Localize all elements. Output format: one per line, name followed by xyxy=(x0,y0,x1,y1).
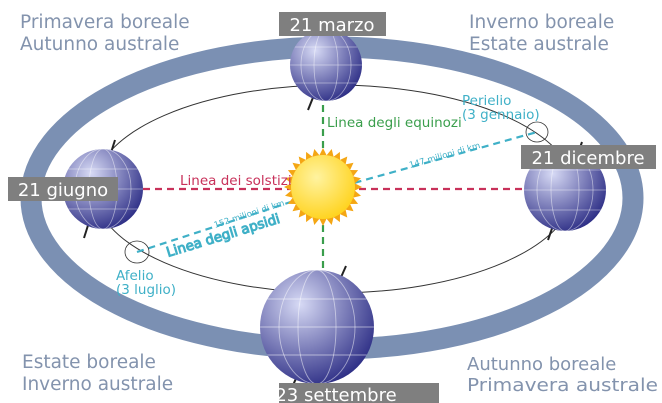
earth-september xyxy=(260,265,374,393)
sun xyxy=(284,148,362,226)
season-top-left-2: Autunno australe xyxy=(20,34,179,55)
season-top-left-1: Primavera boreale xyxy=(20,12,190,33)
perihelion-date: (3 gennaio) xyxy=(462,107,540,123)
season-top-right-1: Inverno boreale xyxy=(469,12,614,33)
perihelion-distance: 147 milioni di km xyxy=(408,141,482,171)
season-bottom-left-1: Estate boreale xyxy=(22,352,156,373)
date-label-september-text: 23 settembre xyxy=(275,385,396,403)
date-label-bg xyxy=(279,383,439,403)
date-label-bg xyxy=(279,12,386,36)
date-label-bg xyxy=(8,177,118,201)
season-bottom-right-1: Autunno boreale xyxy=(467,354,616,375)
equinox-line-label: Linea degli equinozi xyxy=(327,115,462,131)
aphelion-name: Afelio xyxy=(116,268,154,284)
solstice-line-label: Linea dei solstizi xyxy=(180,173,292,189)
date-label-march: 21 marzo xyxy=(279,12,386,36)
earth-september-grid xyxy=(260,270,374,384)
apsides-line-aphelion xyxy=(136,196,304,254)
perihelion-name: Perielio xyxy=(462,93,511,109)
aphelion-marker xyxy=(124,240,150,264)
earth-march-grid xyxy=(290,29,362,101)
earth-december-grid xyxy=(524,149,606,231)
date-label-december: 21 dicembre xyxy=(521,145,656,169)
sun-disc xyxy=(291,155,355,219)
date-label-june: 21 giugno xyxy=(8,177,118,201)
date-label-march-text: 21 marzo xyxy=(289,15,374,36)
date-label-december-text: 21 dicembre xyxy=(531,148,644,169)
season-bottom-right-2: Primavera australe xyxy=(467,375,658,396)
season-bottom-left-2: Inverno australe xyxy=(22,374,173,395)
date-label-bg xyxy=(521,145,656,169)
apsides-line-perihelion xyxy=(342,130,538,188)
aphelion-date: (3 luglio) xyxy=(116,282,176,298)
perihelion-marker xyxy=(525,121,549,143)
earth-march xyxy=(290,19,362,111)
date-label-june-text: 21 giugno xyxy=(18,180,108,201)
date-label-september: 23 settembre xyxy=(275,383,439,403)
season-top-right-2: Estate australe xyxy=(469,34,609,55)
